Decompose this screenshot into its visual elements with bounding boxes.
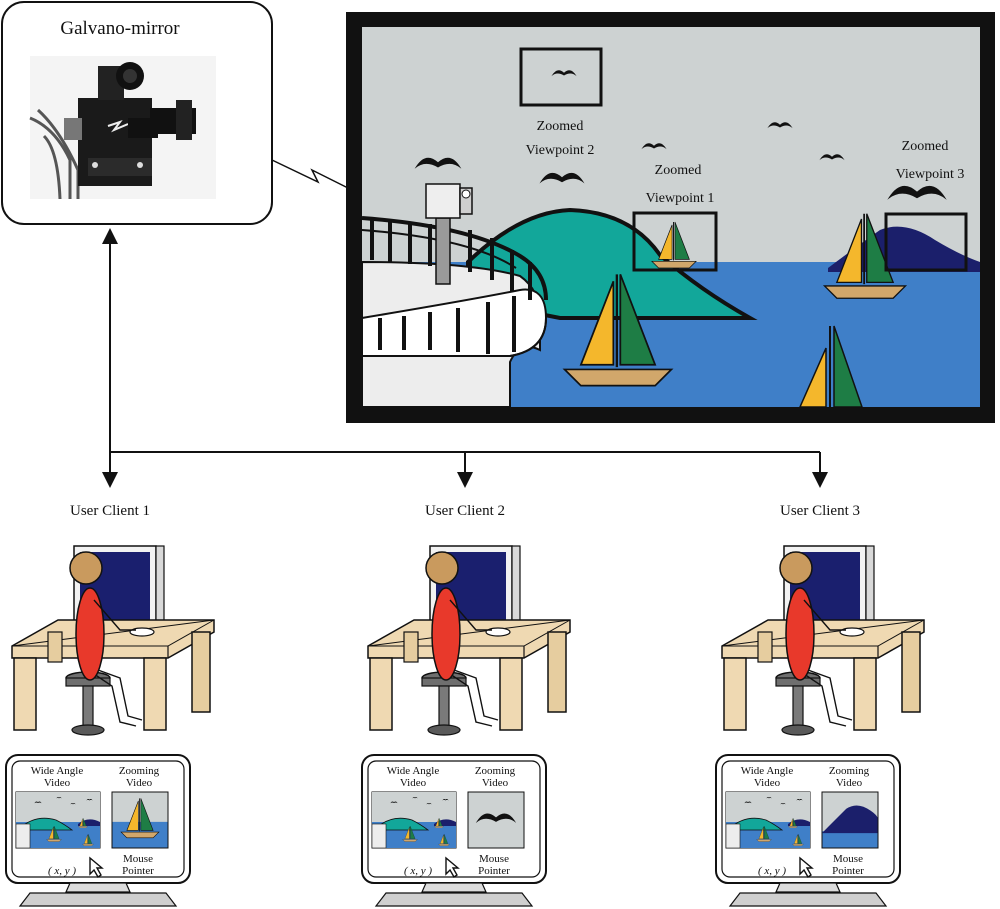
viewpoint1-box <box>632 211 718 272</box>
viewpoint2-label: Viewpoint 2 <box>526 143 595 158</box>
workstation <box>721 545 925 736</box>
mouse-pointer-label-1: Mouse <box>833 853 863 865</box>
wide-angle-video[interactable] <box>372 792 456 848</box>
wide-angle-video[interactable] <box>16 792 100 848</box>
mouse-pointer-icon <box>445 856 460 878</box>
mouse-pointer-label-2: Pointer <box>478 865 510 877</box>
pointer-coordinates: ( x, y ) <box>404 865 432 877</box>
display-base <box>18 892 178 907</box>
zooming-heading-2: Video <box>836 777 863 789</box>
callout-pointer <box>271 159 353 191</box>
display-stand <box>421 882 487 893</box>
viewpoint3-box <box>884 212 968 272</box>
workstation <box>11 545 215 736</box>
wide-angle-heading-1: Wide Angle <box>31 765 84 777</box>
zooming-heading-2: Video <box>482 777 509 789</box>
viewpoint3-label: Viewpoint 3 <box>896 167 965 182</box>
observation-deck <box>361 216 548 408</box>
workstation <box>367 545 571 736</box>
viewpoint3-zoomed-label: Zoomed <box>902 139 949 154</box>
display-stand <box>65 882 131 893</box>
pointer-coordinates: ( x, y ) <box>758 865 786 877</box>
galvano-photo <box>29 56 216 200</box>
viewpoint1-zoomed-label: Zoomed <box>655 163 702 178</box>
wide-angle-heading-2: Video <box>44 777 71 789</box>
galvano-title: Galvano-mirror <box>60 18 180 39</box>
zooming-heading-1: Zooming <box>829 765 870 777</box>
wide-angle-video[interactable] <box>726 792 810 848</box>
wide-angle-heading-1: Wide Angle <box>387 765 440 777</box>
mouse-pointer-icon <box>799 856 814 878</box>
zooming-video <box>112 792 168 848</box>
display-stand <box>775 882 841 893</box>
navy-hill <box>828 226 980 272</box>
viewpoint2-zoomed-label: Zoomed <box>537 119 584 134</box>
zooming-video <box>822 792 878 848</box>
sailboat-bottom <box>798 325 864 408</box>
mouse-pointer-label-1: Mouse <box>123 853 153 865</box>
display-base <box>374 892 534 907</box>
network-connections <box>102 228 828 488</box>
wide-angle-heading-1: Wide Angle <box>741 765 794 777</box>
zooming-video <box>468 792 524 848</box>
pointer-coordinates: ( x, y ) <box>48 865 76 877</box>
viewpoint2-box <box>519 47 603 107</box>
client-label: User Client 2 <box>425 503 505 519</box>
display-base <box>728 892 888 907</box>
client-label: User Client 3 <box>780 503 860 519</box>
viewpoint1-label: Viewpoint 1 <box>646 191 715 206</box>
mouse-pointer-icon <box>89 856 104 878</box>
zooming-heading-1: Zooming <box>475 765 516 777</box>
zooming-heading-2: Video <box>126 777 153 789</box>
galvano-callout: Galvano-mirror <box>1 1 273 225</box>
mouse-pointer-label-1: Mouse <box>479 853 509 865</box>
wide-angle-heading-2: Video <box>400 777 427 789</box>
mouse-pointer-label-2: Pointer <box>122 865 154 877</box>
galvano-mirror-device <box>425 183 473 285</box>
client-label: User Client 1 <box>70 503 150 519</box>
wide-angle-scene: Zoomed Viewpoint 2 Zoomed Viewpoint 1 Zo… <box>346 12 995 423</box>
wide-angle-heading-2: Video <box>754 777 781 789</box>
mouse-pointer-label-2: Pointer <box>832 865 864 877</box>
zooming-heading-1: Zooming <box>119 765 160 777</box>
